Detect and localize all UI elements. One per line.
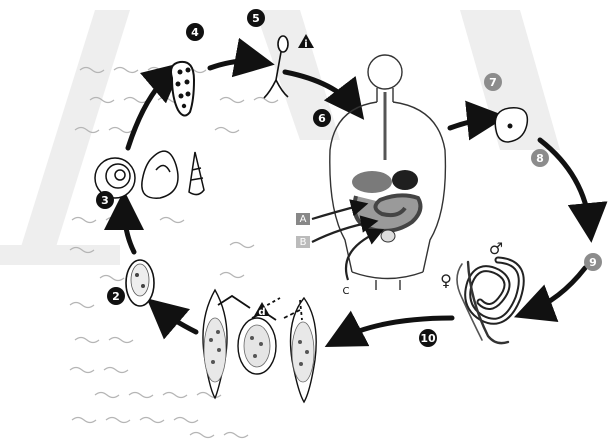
intestine (355, 195, 421, 230)
step-badge-5: 5 (247, 9, 265, 27)
bladder (381, 230, 395, 242)
step-badge-number: 4 (191, 26, 199, 39)
water-ripple (160, 218, 184, 223)
arrow-4-to-5 (210, 61, 260, 68)
water-ripple (95, 393, 119, 398)
step-badge-number: 2 (112, 290, 120, 303)
water-ripple (70, 368, 94, 373)
water-ripple (215, 128, 239, 133)
arrow-2-to-3 (124, 205, 134, 252)
male-symbol: ♂ (489, 239, 503, 258)
miracidium (126, 260, 154, 306)
water-ripple (124, 98, 148, 103)
adult-worms (457, 260, 521, 343)
step-badge-3: 3 (96, 191, 114, 209)
water-ripple (114, 68, 138, 73)
water-ripple (100, 276, 124, 281)
water-ripple (140, 418, 164, 423)
water-ripple (104, 368, 128, 373)
arrow-body-to-7 (450, 118, 492, 128)
step-badge-number: 5 (252, 12, 260, 25)
water-ripple (129, 393, 153, 398)
water-ripple (72, 218, 96, 223)
step-badge-number: 3 (101, 194, 109, 207)
water-ripple (106, 418, 130, 423)
step-badge-9: 9 (584, 253, 602, 271)
water-ripple (174, 418, 198, 423)
site-label-a: A (300, 214, 307, 225)
step-badge-4: 4 (186, 23, 204, 41)
water-ripple (230, 243, 254, 248)
step-badge-number: 7 (489, 76, 497, 89)
stomach (392, 170, 418, 190)
step-badge-10: 10 (419, 329, 437, 347)
egg-terminal-spine (291, 298, 317, 402)
water-ripple (148, 68, 172, 73)
water-ripple (70, 303, 94, 308)
arrow-eggs-to-2 (158, 308, 196, 332)
water-ripple (220, 273, 244, 278)
female-symbol: ♀ (440, 271, 452, 290)
step-badge-number: 9 (589, 256, 597, 269)
stage-marker-i-text: i (304, 39, 307, 50)
human-body (330, 55, 446, 290)
water-ripple (75, 338, 99, 343)
water-ripple (163, 393, 187, 398)
liver (352, 171, 392, 193)
water-ripple (224, 433, 248, 438)
arrow-9-to-worms (528, 268, 585, 312)
snail-conical (189, 152, 204, 195)
water-ripple (254, 98, 278, 103)
step-badge-2: 2 (107, 287, 125, 305)
water-ripple (220, 98, 244, 103)
step-badge-8: 8 (531, 149, 549, 167)
water-ripple (72, 418, 96, 423)
water-ripple (109, 128, 133, 133)
digestive-organs (352, 92, 420, 242)
step-badge-number: 10 (420, 332, 436, 345)
water-ripple (190, 433, 214, 438)
water-ripple (109, 338, 133, 343)
snail-globose (142, 151, 178, 198)
step-badge-6: 6 (313, 109, 331, 127)
site-label-b: B (300, 237, 307, 248)
step-badge-7: 7 (484, 73, 502, 91)
snails (95, 151, 204, 198)
site-label-c: C (343, 286, 350, 297)
sporocyst (171, 62, 194, 116)
step-badge-number: 6 (318, 112, 326, 125)
egg-round (238, 318, 276, 374)
step-badge-number: 8 (536, 152, 544, 165)
stage-marker-d-text: d (258, 307, 265, 318)
egg-lateral-spine (203, 290, 227, 398)
arrow-3-to-4 (128, 72, 172, 148)
